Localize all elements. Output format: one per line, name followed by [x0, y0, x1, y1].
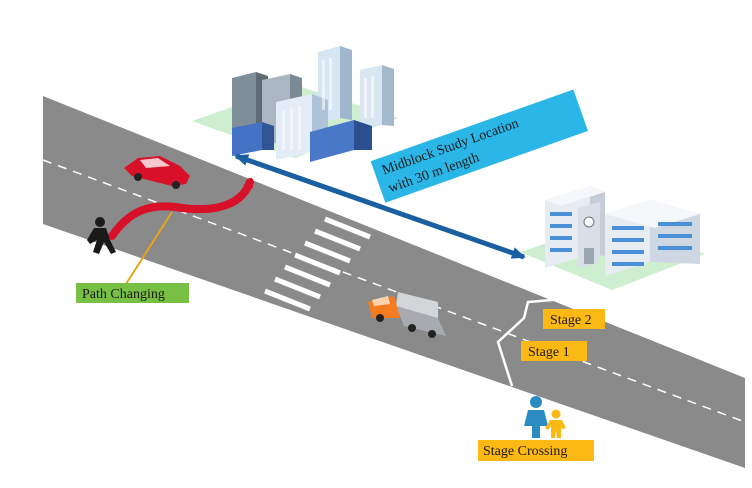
- school-building-icon: [520, 186, 705, 290]
- stage1-label: Stage 1: [521, 341, 587, 361]
- stage1-text: Stage 1: [528, 345, 570, 360]
- stage2-label: Stage 2: [543, 309, 605, 329]
- stage-crossing-path: [496, 291, 600, 387]
- truck-icon: [368, 292, 446, 338]
- road-surface: [43, 96, 745, 468]
- lane-divider: [42, 159, 746, 423]
- pedestrian-icon: [87, 217, 116, 254]
- clock-icon: [583, 216, 595, 228]
- road: [42, 96, 746, 468]
- midblock-study-location-banner: Midblock Study Location with 30 m length: [370, 89, 589, 203]
- midblock-length-arrow: [234, 153, 526, 260]
- city-buildings-icon: [192, 46, 398, 162]
- path-label-connector: [125, 211, 173, 285]
- path-changing-text: Path Changing: [82, 287, 165, 302]
- path-changing-arrow: [108, 177, 254, 240]
- family-pedestrian-icon: [524, 396, 566, 438]
- stage-crossing-text: Stage Crossing: [483, 444, 567, 459]
- car-icon: [124, 156, 190, 189]
- stage2-text: Stage 2: [550, 313, 592, 328]
- stage-crossing-label: Stage Crossing: [478, 440, 594, 461]
- path-changing-label: Path Changing: [76, 283, 189, 303]
